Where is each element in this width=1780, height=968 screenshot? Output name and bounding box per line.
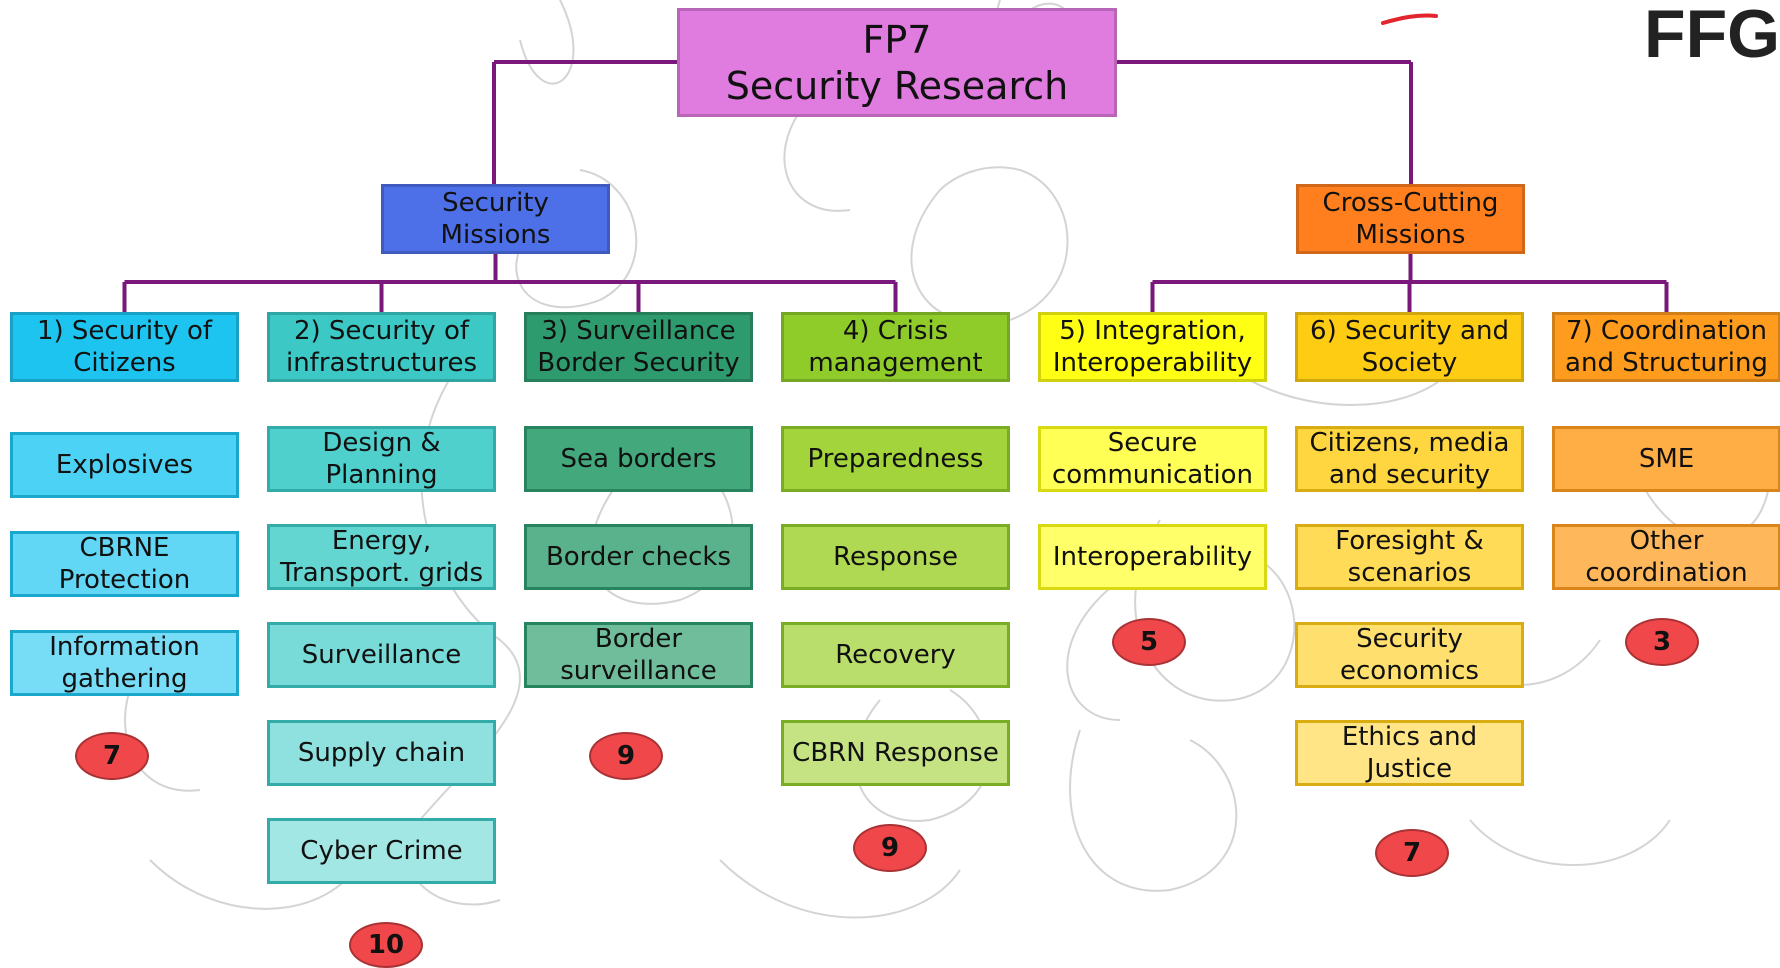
ffg-logo: FFG — [1644, 0, 1780, 72]
branch-security-missions: Security Missions — [381, 184, 610, 254]
topic-box: Secure communication — [1038, 426, 1267, 492]
topic-box: Interoperability — [1038, 524, 1267, 590]
column-heading-7: 7) Coordination and Structuring — [1552, 312, 1780, 382]
project-count-badge: 10 — [349, 922, 423, 968]
project-count-badge: 7 — [1375, 829, 1449, 877]
topic-box: Border surveillance — [524, 622, 753, 688]
topic-box: Other coordination — [1552, 524, 1780, 590]
root-node-fp7: FP7 Security Research — [677, 8, 1117, 117]
topic-box: Security economics — [1295, 622, 1524, 688]
project-count-badge: 5 — [1112, 618, 1186, 666]
project-count-badge: 9 — [853, 824, 927, 872]
column-heading-1: 1) Security of Citizens — [10, 312, 239, 382]
topic-box: Design & Planning — [267, 426, 496, 492]
topic-box: Border checks — [524, 524, 753, 590]
column-heading-5: 5) Integration, Interoperability — [1038, 312, 1267, 382]
project-count-badge: 7 — [75, 732, 149, 780]
topic-box: Foresight & scenarios — [1295, 524, 1524, 590]
branch-cross-cutting-missions: Cross-Cutting Missions — [1296, 184, 1525, 254]
topic-box: Ethics and Justice — [1295, 720, 1524, 786]
topic-box: CBRN Response — [781, 720, 1010, 786]
topic-box: Cyber Crime — [267, 818, 496, 884]
project-count-badge: 3 — [1625, 618, 1699, 666]
topic-box: Citizens, media and security — [1295, 426, 1524, 492]
topic-box: Energy, Transport. grids — [267, 524, 496, 590]
topic-box: Preparedness — [781, 426, 1010, 492]
project-count-badge: 9 — [589, 732, 663, 780]
column-heading-4: 4) Crisis management — [781, 312, 1010, 382]
topic-box: Response — [781, 524, 1010, 590]
topic-box: SME — [1552, 426, 1780, 492]
branch-label: Cross-Cutting Missions — [1322, 188, 1499, 250]
topic-box: Information gathering — [10, 630, 239, 696]
topic-box: Explosives — [10, 432, 239, 498]
topic-box: CBRNE Protection — [10, 531, 239, 597]
branch-label: Security Missions — [440, 188, 551, 250]
root-label: FP7 Security Research — [725, 17, 1069, 108]
logo-swoosh — [1381, 13, 1438, 25]
topic-box: Surveillance — [267, 622, 496, 688]
column-heading-3: 3) Surveillance Border Security — [524, 312, 753, 382]
topic-box: Recovery — [781, 622, 1010, 688]
column-heading-6: 6) Security and Society — [1295, 312, 1524, 382]
column-heading-2: 2) Security of infrastructures — [267, 312, 496, 382]
topic-box: Supply chain — [267, 720, 496, 786]
topic-box: Sea borders — [524, 426, 753, 492]
